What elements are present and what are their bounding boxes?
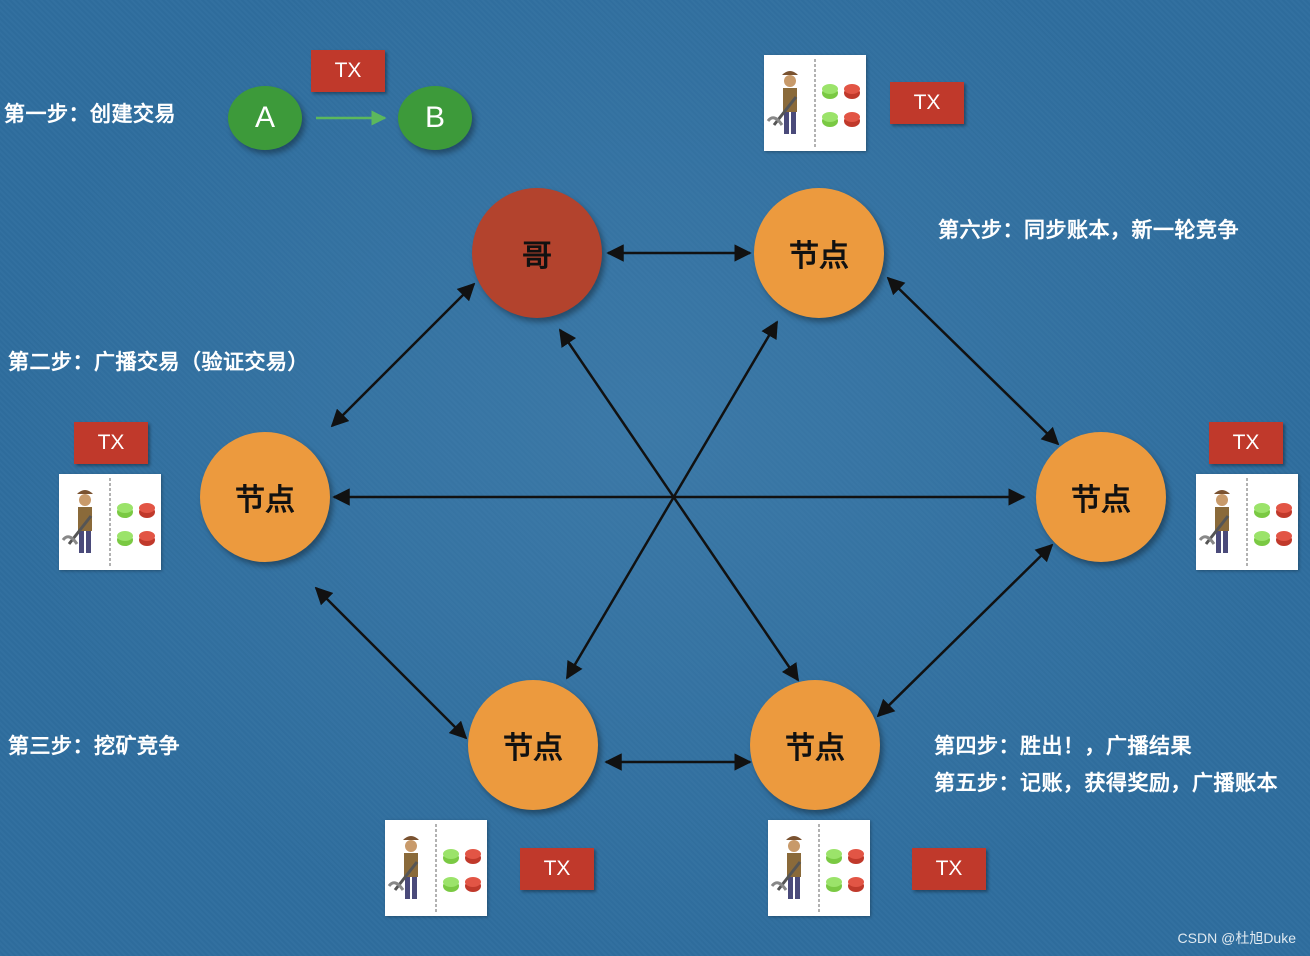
miner-icon (768, 820, 870, 916)
party-a-node: A (228, 86, 302, 150)
node-bottom-right: 节点 (750, 680, 880, 810)
miner-icon (385, 820, 487, 916)
step4-label: 第四步：胜出！，广播结果 (934, 734, 1192, 758)
edge-topright-bottomleft (565, 320, 779, 680)
tx-box-left: TX (74, 422, 148, 464)
miner-icon (764, 55, 866, 151)
party-b-node: B (398, 86, 472, 150)
step6-label: 第六步：同步账本，新一轮竞争 (938, 218, 1239, 242)
edge-bottom-right (876, 543, 1054, 718)
node-right: 节点 (1036, 432, 1166, 562)
miner-icon (1196, 474, 1298, 570)
tx-box-bottom-left: TX (520, 848, 594, 890)
step5-label: 第五步：记账，获得奖励，广播账本 (934, 771, 1278, 795)
edge-bottom-left (314, 586, 468, 740)
tx-box-create: TX (311, 50, 385, 92)
tx-box-top-right: TX (890, 82, 964, 124)
tx-box-bottom-right: TX (912, 848, 986, 890)
miner-icon (59, 474, 161, 570)
edge-top-left (330, 282, 476, 428)
step1-label: 第一步：创建交易 (4, 102, 176, 126)
node-top-left-winner: 哥 (472, 188, 602, 318)
node-top-right: 节点 (754, 188, 884, 318)
node-bottom-left: 节点 (468, 680, 598, 810)
edge-top-right (886, 276, 1060, 446)
node-left: 节点 (200, 432, 330, 562)
step2-label: 第二步：广播交易（验证交易） (8, 350, 309, 374)
step3-label: 第三步：挖矿竞争 (8, 734, 180, 758)
tx-box-right: TX (1209, 422, 1283, 464)
watermark: CSDN @杜旭Duke (1177, 930, 1296, 946)
